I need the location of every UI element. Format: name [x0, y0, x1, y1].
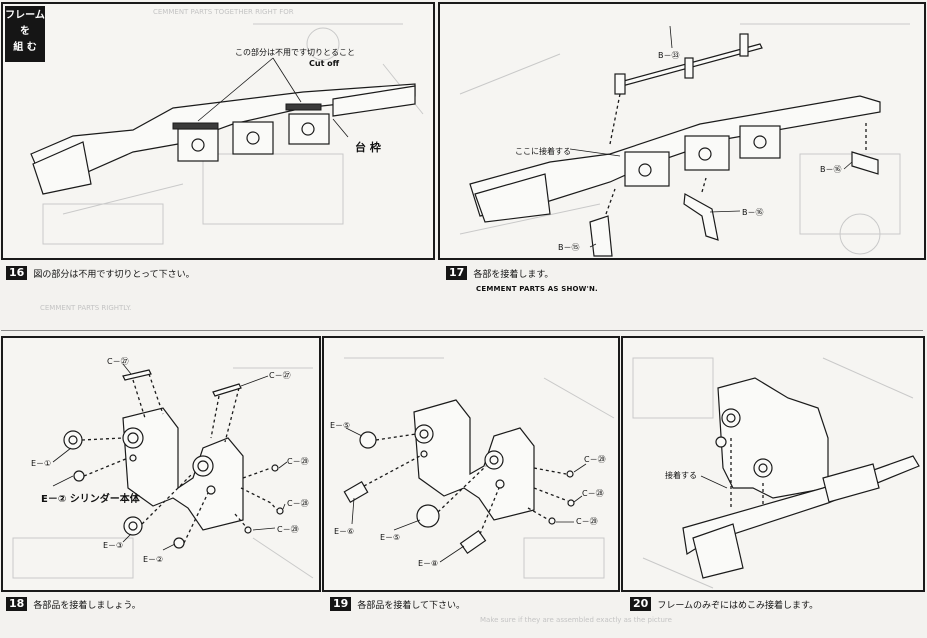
label-e5-lower: E－⑤ [380, 533, 401, 542]
label-e6: E－⑥ [334, 527, 355, 536]
step-19-caption: 19 各部品を接着して下さい。 [330, 597, 465, 611]
section-tab-frame: フレーム を 組 む [5, 6, 45, 62]
label-e8: E－⑧ [418, 559, 439, 568]
label-b33: B－㉝ [658, 51, 680, 60]
cylinder-assembly-illustration [12, 363, 314, 579]
label-e2: E－② [41, 494, 67, 505]
cutoff-note-jp: この部分は不用です切りとること [235, 48, 355, 57]
panel-step-20: 接着する [621, 336, 925, 592]
panel-step-19: E－⑤ E－⑥ E－⑤ E－⑧ C－㉙ C－㉘ C－㉙ [322, 336, 620, 592]
step-16-text: 図の部分は不用です切りとって下さい。 [33, 269, 195, 280]
step-20-caption: 20 フレームのみぞにはめこみ接着します。 [630, 597, 818, 611]
label-e2-lower: E－② [143, 555, 164, 564]
label-c29-upper-19: C－㉙ [584, 455, 606, 464]
frame-label: 台 枠 [355, 141, 381, 154]
step-20-text: フレームのみぞにはめこみ接着します。 [657, 600, 819, 611]
step-17-caption: 17 各部を接着します。 [446, 266, 553, 280]
step-20-number: 20 [630, 597, 652, 611]
label-c27-left: C－㉗ [107, 357, 129, 366]
step-17-english: CEMMENT PARTS AS SHOW'N. [476, 285, 598, 293]
label-c29-lower-19: C－㉙ [576, 517, 598, 526]
step-18-number: 18 [6, 597, 28, 611]
frame-cutoff-illustration [30, 23, 424, 245]
step-19-text: 各部品を接着して下さい。 [357, 600, 466, 611]
label-b16-right: B－⑯ [820, 165, 842, 174]
step-18-caption: 18 各部品を接着しましょう。 [6, 597, 141, 611]
cylinder-details-illustration [343, 357, 615, 579]
step-19-number: 19 [330, 597, 352, 611]
footer-ghost-text: Make sure if they are assembled exactly … [480, 616, 672, 624]
label-c29-upper: C－㉙ [287, 457, 309, 466]
label-b16-lower: B－⑯ [742, 208, 764, 217]
panel-step-16: CEMMENT PARTS TOGETHER RIGHT FOR フレーム を … [1, 2, 435, 260]
divider-rule [1, 330, 923, 331]
step-16-caption: 16 図の部分は不用です切りとって下さい。 [6, 266, 195, 280]
cutoff-note-en: Cut off [309, 59, 340, 68]
label-b15: B－⑮ [558, 243, 580, 252]
label-e3: E－③ [103, 541, 124, 550]
panel-step-17: B－㉝ ここに接着する B－⑯ B－⑯ B－⑮ [438, 2, 926, 260]
label-c28: C－㉘ [287, 499, 309, 508]
step-17-number: 17 [446, 266, 468, 280]
label-glue-here: ここに接着する [515, 147, 571, 156]
label-c29-lower: C－㉙ [277, 525, 299, 534]
ghost-between-text: CEMMENT PARTS RIGHTLY. [40, 304, 132, 312]
label-glue-20: 接着する [665, 471, 697, 480]
label-c27-right: C－㉗ [269, 371, 291, 380]
panel-step-18: C－㉗ C－㉗ E－① E－② シリンダー本体 E－③ E－② C－㉙ C－㉘ … [1, 336, 321, 592]
step-17-text: 各部を接着します。 [473, 269, 554, 280]
frame-fit-illustration [632, 357, 920, 589]
step-16-number: 16 [6, 266, 28, 280]
label-cylinder-body: シリンダー本体 [69, 494, 140, 505]
ghost-english-text: CEMMENT PARTS TOGETHER RIGHT FOR [153, 8, 294, 16]
label-e5-upper: E－⑤ [330, 421, 351, 430]
step-18-text: 各部品を接着しましょう。 [33, 600, 141, 611]
label-e2-cylinder: E－② シリンダー本体 [41, 490, 140, 505]
label-e1: E－① [31, 459, 52, 468]
frame-assembly-illustration [459, 23, 910, 257]
label-c28-19: C－㉘ [582, 489, 604, 498]
